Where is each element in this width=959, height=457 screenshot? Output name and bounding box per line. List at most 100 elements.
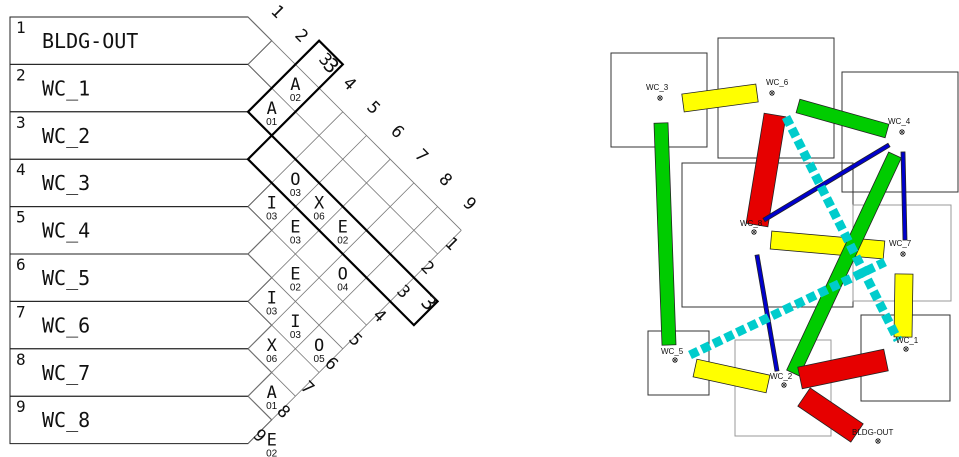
row-name: WC_4 — [42, 219, 90, 243]
relationship-bar — [900, 151, 908, 241]
cell-code: 02 — [290, 93, 302, 104]
relationship-bar — [762, 142, 891, 223]
cell-code: 02 — [266, 449, 278, 457]
cell-code: 03 — [290, 330, 302, 341]
node-marker-icon — [904, 347, 908, 351]
grid-line — [247, 230, 462, 444]
relationship-bar — [769, 230, 886, 260]
grid-line — [247, 395, 272, 421]
node-label: WC_8 — [740, 219, 763, 228]
node-label: WC_7 — [889, 239, 912, 248]
cell-code: 02 — [337, 235, 349, 246]
cell-letter: A — [267, 383, 277, 403]
cell-letter: O — [338, 265, 348, 285]
node-wc8: WC_8 — [740, 219, 763, 235]
relationship-cell: O04 — [337, 265, 349, 294]
bottom-number: 1 — [440, 233, 461, 254]
relationship-cell: I03 — [266, 194, 278, 223]
node-marker-icon — [658, 96, 662, 100]
row-name: WC_6 — [42, 313, 90, 337]
relationship-bar — [653, 122, 677, 346]
relationship-bar — [795, 98, 890, 139]
relationship-bar — [797, 387, 864, 443]
node-wc5: WC_5 — [661, 347, 684, 363]
bottom-number: 2 — [416, 257, 437, 278]
bottom-number: 7 — [296, 377, 317, 398]
cell-letter: A — [290, 75, 300, 95]
relationship-bar — [797, 348, 889, 390]
cell-letter: E — [267, 431, 277, 451]
cell-letter: O — [314, 336, 324, 356]
dept-box — [841, 71, 959, 193]
node-marker-icon — [752, 230, 756, 234]
node-marker-icon — [673, 358, 677, 362]
cell-letter: I — [267, 194, 277, 214]
relationship-cell: E03 — [290, 217, 302, 246]
top-number: 9 — [458, 193, 479, 214]
cell-code: 03 — [290, 188, 302, 199]
row-number: 5 — [16, 208, 26, 227]
row-name: WC_8 — [42, 408, 90, 432]
relationship-bar — [893, 273, 914, 338]
relationship-cell: E02 — [290, 265, 302, 294]
cell-letter: E — [290, 265, 300, 285]
relationship-cell: O05 — [314, 336, 326, 365]
node-marker-icon — [901, 252, 905, 256]
grid-line — [247, 16, 462, 231]
dept-box — [734, 339, 832, 437]
cell-code: 03 — [266, 306, 278, 317]
row-number: 4 — [16, 160, 26, 179]
cell-code: 05 — [314, 354, 326, 365]
cell-code: 04 — [337, 283, 349, 294]
grid-line — [247, 182, 415, 350]
cell-letter: E — [290, 217, 300, 237]
grid-line — [247, 206, 438, 397]
row-name: WC_7 — [42, 361, 90, 385]
row-number: 9 — [16, 397, 26, 416]
grid-line — [247, 135, 367, 255]
top-number: 4 — [338, 73, 359, 94]
relationship-cell: I03 — [290, 312, 302, 341]
relationship-cell: A01 — [266, 383, 278, 412]
relationship-chart: 1BLDG-OUT2WC_13WC_24WC_35WC_46WC_57WC_68… — [9, 1, 480, 457]
row-name: WC_5 — [42, 266, 90, 290]
cell-letter: A — [267, 99, 277, 119]
row-name: WC_2 — [42, 124, 90, 148]
relationship-cell: A02 — [290, 75, 302, 104]
node-marker-icon — [876, 439, 880, 443]
top-number: 1 — [266, 1, 287, 22]
cell-letter: E — [338, 217, 348, 237]
cell-letter: O — [290, 170, 300, 190]
cell-letter: X — [267, 336, 278, 356]
top-number: 2 — [290, 25, 311, 46]
grid-line — [247, 40, 272, 65]
node-marker-icon — [782, 383, 786, 387]
group-outline — [246, 133, 440, 327]
cell-letter: I — [290, 312, 300, 332]
grid-line — [247, 301, 320, 373]
relationship-cell: O03 — [290, 170, 302, 199]
bottom-number: 5 — [344, 329, 365, 350]
node-label: WC_3 — [646, 83, 669, 92]
relationship-cell: X06 — [314, 194, 326, 223]
cell-code: 06 — [266, 354, 278, 365]
top-number: 8 — [434, 169, 455, 190]
top-number: 6 — [386, 121, 407, 142]
node-wc3: WC_3 — [646, 83, 669, 101]
cell-code: 06 — [314, 212, 326, 223]
cell-code: 01 — [266, 117, 278, 128]
relationship-cell: E02 — [266, 431, 278, 457]
cell-letter: I — [267, 288, 277, 308]
node-wc1: WC_1 — [896, 336, 919, 352]
node-wc7: WC_7 — [889, 239, 912, 257]
bottom-number: 3 — [392, 281, 413, 302]
cell-letter: X — [314, 194, 325, 214]
node-bldg: BLDG-OUT — [852, 428, 893, 444]
relationship-bar — [786, 151, 902, 377]
row-number: 3 — [16, 113, 26, 132]
row-name: WC_3 — [42, 171, 90, 195]
node-label: WC_4 — [888, 117, 911, 126]
bottom-number: 4 — [368, 305, 389, 326]
relationship-bar — [692, 358, 771, 394]
